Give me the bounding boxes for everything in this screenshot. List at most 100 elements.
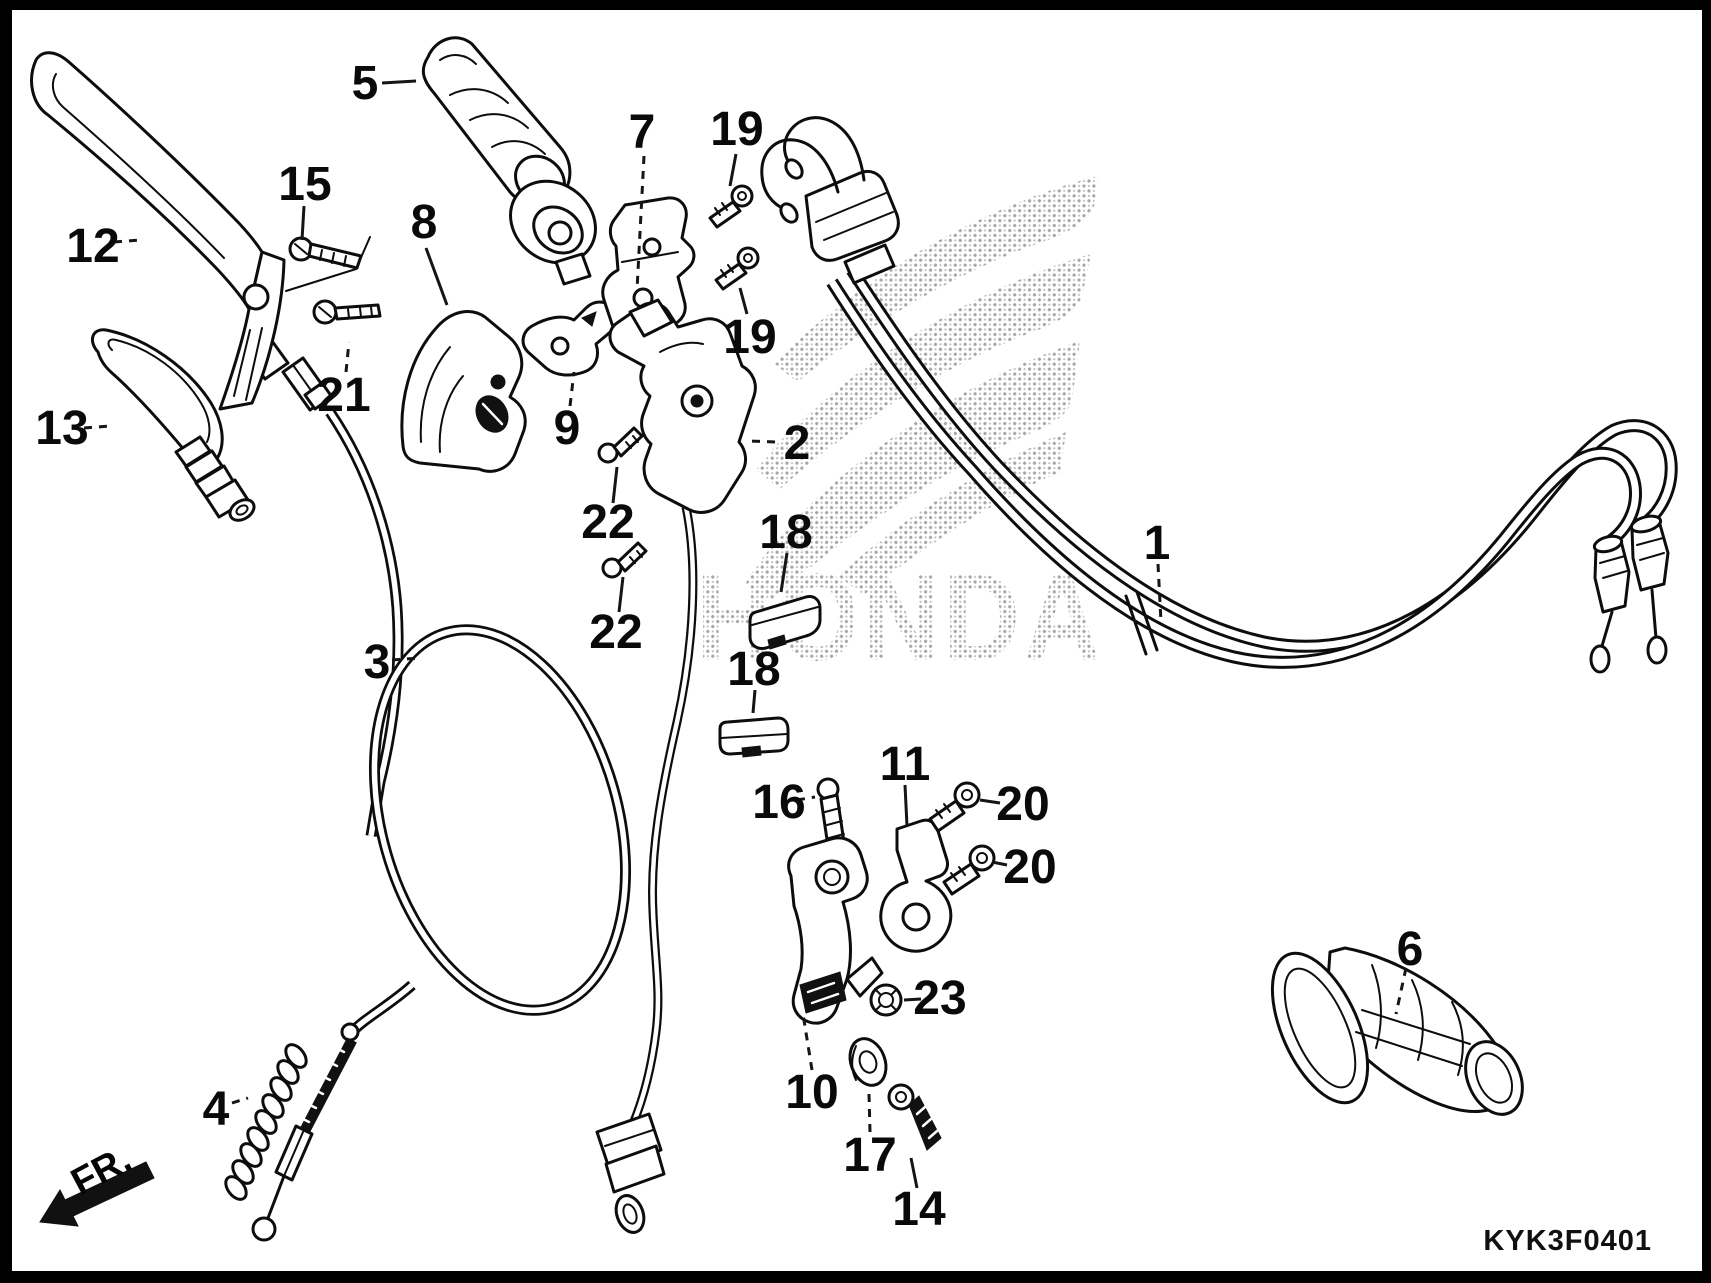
part-callout-7[interactable]: 7 — [629, 106, 656, 159]
part-callout-21[interactable]: 21 — [317, 369, 370, 422]
leader-line-22 — [617, 576, 625, 613]
part-callout-20[interactable]: 20 — [1003, 841, 1056, 894]
cable-ball-end — [251, 1216, 277, 1242]
cable-sleeve-mark — [1135, 590, 1159, 652]
leader-line-1 — [1156, 563, 1163, 623]
bracket-eye — [814, 859, 850, 895]
leader-line-21 — [344, 341, 351, 373]
part-callout-19[interactable]: 19 — [723, 311, 776, 364]
cable-nipple — [1646, 635, 1668, 665]
part-callout-16[interactable]: 16 — [752, 776, 805, 829]
part-crank-9 — [521, 300, 617, 377]
cable-nipple — [784, 158, 804, 180]
fr-arrow-icon — [39, 1161, 155, 1227]
pipe-tab — [554, 252, 592, 286]
part-brake-lever — [30, 51, 286, 411]
part-callout-10[interactable]: 10 — [785, 1066, 838, 1119]
leader-line-19 — [728, 153, 738, 187]
part-callout-15[interactable]: 15 — [278, 158, 331, 211]
part-washer-17 — [848, 1037, 888, 1087]
leader-line-12 — [113, 238, 141, 244]
cable-nipple — [1589, 644, 1611, 674]
ring-terminal — [614, 1194, 646, 1234]
part-bolt-15 — [285, 236, 371, 292]
part-callout-18[interactable]: 18 — [727, 643, 780, 696]
leader-line-23 — [903, 997, 922, 1002]
leader-line-7 — [635, 155, 646, 291]
part-screw-21 — [312, 299, 382, 325]
grip-flange — [1270, 951, 1370, 1105]
diagram-code: KYK3F0401 — [1483, 1225, 1652, 1257]
leader-line-10 — [801, 1013, 814, 1071]
wire-connector — [604, 1144, 666, 1194]
leader-line-22 — [611, 466, 619, 504]
part-nut-23 — [869, 983, 903, 1017]
screw-head — [953, 781, 981, 809]
part-throttle-cables — [760, 116, 1678, 674]
pivot-hole — [242, 283, 270, 311]
leader-line-6 — [1394, 967, 1408, 1015]
part-switch-assembly — [595, 298, 757, 1234]
part-callout-14[interactable]: 14 — [892, 1183, 946, 1236]
part-clamp-11 — [879, 818, 953, 953]
part-screw-14 — [887, 1083, 942, 1151]
cable-sleeve-mark — [1124, 594, 1148, 656]
screw-head — [887, 1083, 915, 1111]
part-callout-20[interactable]: 20 — [996, 778, 1049, 831]
leader-line-19 — [738, 287, 749, 315]
grip-end — [1464, 1040, 1524, 1116]
part-clutch-cable — [247, 339, 632, 1242]
part-callout-5[interactable]: 5 — [352, 57, 379, 110]
part-housing-8 — [400, 310, 527, 473]
part-screw-22a — [597, 426, 644, 464]
part-callout-18[interactable]: 18 — [759, 506, 812, 559]
part-callout-8[interactable]: 8 — [411, 196, 438, 249]
leader-line-17 — [867, 1093, 872, 1133]
part-weight-18a — [748, 595, 822, 650]
leader-line-2 — [749, 439, 776, 444]
part-callout-23[interactable]: 23 — [913, 972, 966, 1025]
part-callout-13[interactable]: 13 — [35, 402, 88, 455]
clamp-eye — [901, 902, 931, 932]
part-callout-12[interactable]: 12 — [66, 220, 119, 273]
part-screw-20b — [942, 844, 996, 896]
part-callout-2[interactable]: 2 — [784, 417, 811, 470]
leader-line-20 — [991, 860, 1008, 867]
leader-line-18 — [779, 552, 789, 593]
leader-line-15 — [300, 205, 306, 241]
leader-line-4 — [231, 1096, 249, 1105]
leader-line-16 — [796, 795, 816, 802]
part-screw-20a — [928, 781, 981, 833]
part-lever-with-boot — [90, 328, 256, 522]
part-bracket-10 — [787, 836, 884, 1025]
part-callout-17[interactable]: 17 — [843, 1129, 896, 1182]
part-screw-19a — [708, 184, 754, 229]
part-callout-19[interactable]: 19 — [710, 103, 763, 156]
leader-line-13 — [83, 424, 111, 430]
part-weight-18b — [718, 716, 790, 758]
part-callout-22[interactable]: 22 — [581, 496, 634, 549]
cable-adjuster-wheel — [340, 1022, 360, 1042]
leader-line-3 — [391, 656, 421, 662]
cable-nipple — [779, 202, 799, 224]
part-callout-3[interactable]: 3 — [364, 636, 391, 689]
part-callout-4[interactable]: 4 — [203, 1083, 230, 1136]
part-callout-1[interactable]: 1 — [1144, 517, 1171, 570]
part-spring — [224, 1043, 308, 1201]
leader-line-20 — [979, 798, 1001, 805]
part-throttle-grip — [421, 36, 597, 286]
screw-head — [968, 844, 996, 872]
leader-line-9 — [568, 371, 576, 407]
part-callout-11[interactable]: 11 — [880, 738, 931, 791]
part-callout-6[interactable]: 6 — [1397, 923, 1424, 976]
leader-line-8 — [424, 247, 449, 306]
screw-head — [736, 246, 760, 270]
part-callout-22[interactable]: 22 — [589, 606, 642, 659]
leader-line-5 — [381, 79, 417, 85]
leader-line-18 — [751, 689, 757, 714]
part-left-grip — [1270, 946, 1524, 1116]
part-callout-9[interactable]: 9 — [554, 402, 581, 455]
